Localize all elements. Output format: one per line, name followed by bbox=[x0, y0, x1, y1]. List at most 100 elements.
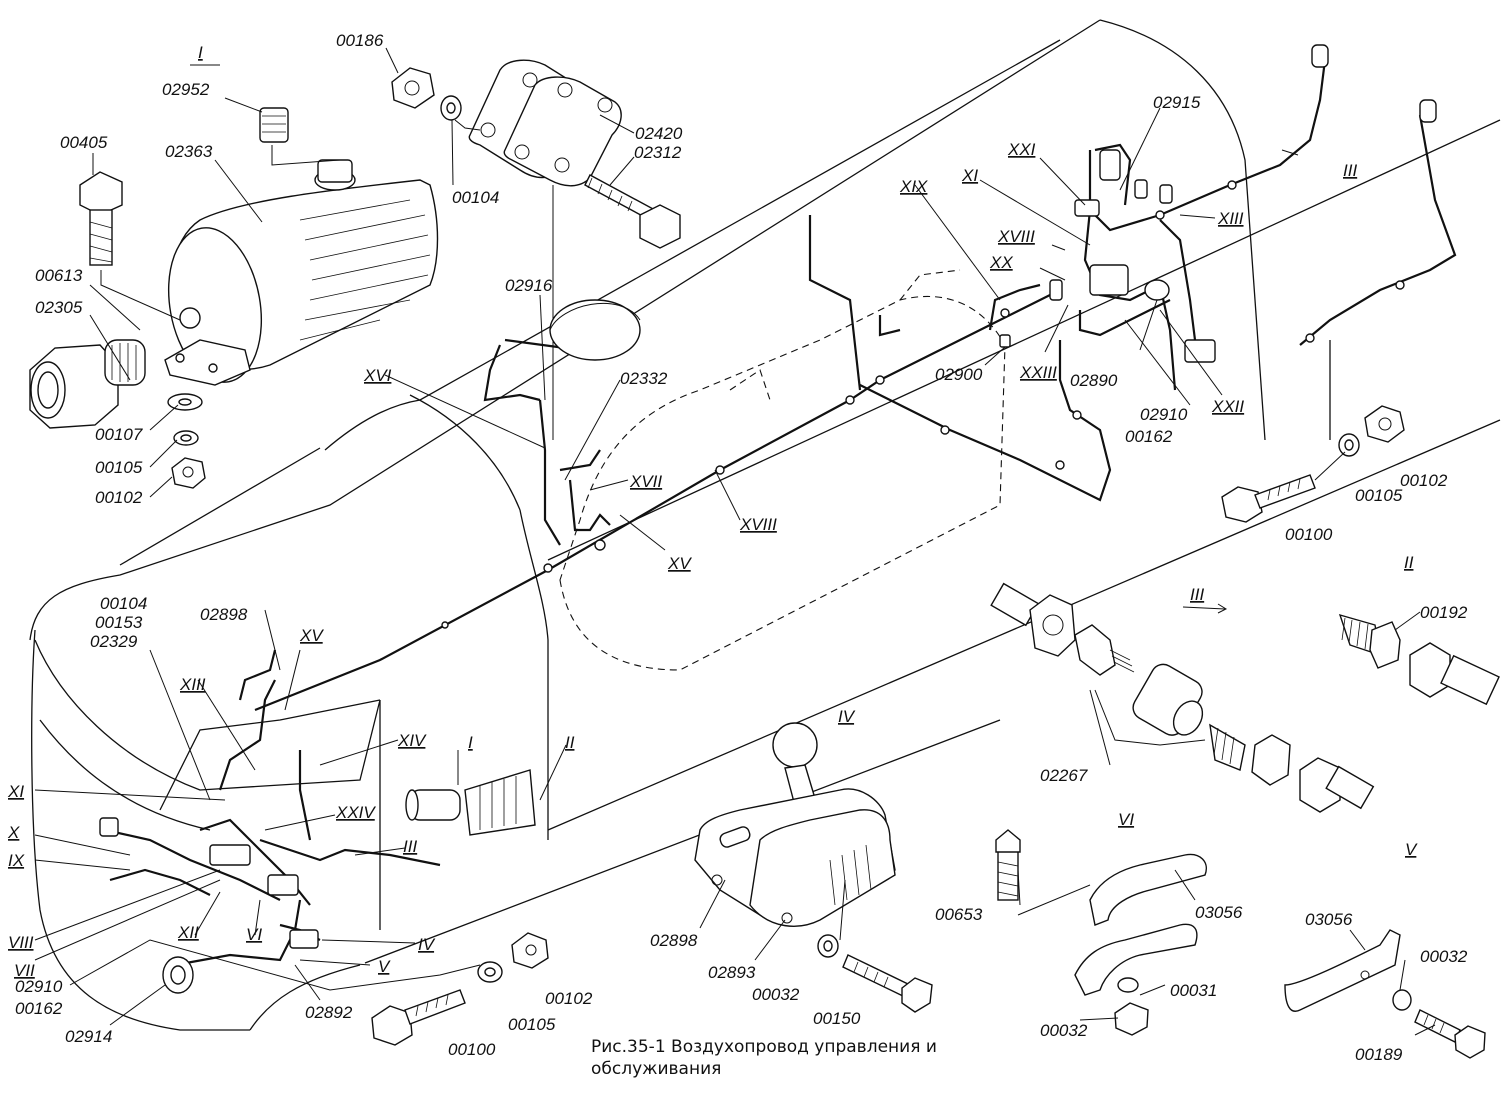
part-labels: 00186 02952 00405 02363 00613 02305 0010… bbox=[15, 31, 1468, 1064]
washers-nut-tank bbox=[167, 393, 206, 489]
vehicle-body-outline bbox=[29, 19, 1501, 1031]
view-label-I-top: I bbox=[198, 43, 203, 62]
part-label-02898-cab: 02898 bbox=[200, 605, 248, 624]
bolt-set-right bbox=[1221, 405, 1405, 523]
view-label-XII: XII bbox=[177, 923, 199, 942]
view-label-XXIII: XXIII bbox=[1019, 363, 1057, 382]
view-label-IV-left: IV bbox=[418, 935, 436, 954]
part-label-00105-tank: 00105 bbox=[95, 458, 143, 477]
view-label-VIII: VIII bbox=[8, 933, 34, 952]
part-label-00032-v: 00032 bbox=[1420, 947, 1468, 966]
view-label-XVII: XVII bbox=[629, 472, 662, 491]
part-label-00153: 00153 bbox=[95, 613, 143, 632]
part-label-02892: 02892 bbox=[305, 1003, 353, 1022]
view-label-IV-view: IV bbox=[838, 707, 856, 726]
part-label-00032-clamp: 00032 bbox=[1040, 1021, 1088, 1040]
view-label-V-left: V bbox=[378, 957, 391, 976]
air-tank bbox=[164, 159, 439, 386]
part-label-00100-bottom: 00100 bbox=[448, 1040, 496, 1059]
part-label-00653: 00653 bbox=[935, 905, 983, 924]
part-label-00102-right: 00102 bbox=[1400, 471, 1448, 490]
view-label-VI-view: VI bbox=[1118, 810, 1134, 829]
part-label-03056-v: 03056 bbox=[1305, 910, 1353, 929]
view-label-III-top: III bbox=[1343, 161, 1357, 180]
part-label-00104-cab: 00104 bbox=[100, 594, 147, 613]
part-label-00107: 00107 bbox=[95, 425, 143, 444]
part-label-00189: 00189 bbox=[1355, 1045, 1403, 1064]
part-label-02305: 02305 bbox=[35, 298, 83, 317]
part-label-02893: 02893 bbox=[708, 963, 756, 982]
plug-02952 bbox=[259, 107, 341, 166]
view-label-XI-top: XI bbox=[961, 166, 978, 185]
view-label-XIV: XIV bbox=[397, 731, 427, 750]
view-label-IX: IX bbox=[8, 851, 25, 870]
part-label-02329: 02329 bbox=[90, 632, 138, 651]
cover-plate bbox=[549, 299, 641, 361]
view-label-XXI: XXI bbox=[1007, 140, 1036, 159]
view-label-II-right: II bbox=[1404, 553, 1414, 572]
part-label-02332: 02332 bbox=[620, 369, 668, 388]
part-label-02900: 02900 bbox=[935, 365, 983, 384]
part-label-02267: 02267 bbox=[1040, 766, 1088, 785]
part-label-02916: 02916 bbox=[505, 276, 553, 295]
part-label-00102-bottom: 00102 bbox=[545, 989, 593, 1008]
view-label-XVIII-top: XVIII bbox=[997, 227, 1035, 246]
view-label-XXIV: XXIV bbox=[335, 803, 376, 822]
part-label-02898-lever: 02898 bbox=[650, 931, 698, 950]
bracket-assembly-top bbox=[391, 59, 681, 440]
part-label-02910-left: 02910 bbox=[15, 977, 63, 996]
cab-components bbox=[99, 769, 536, 994]
fitting-00192 bbox=[1338, 613, 1500, 706]
clamp-V bbox=[1284, 929, 1486, 1059]
view-label-VI-left: VI bbox=[246, 925, 262, 944]
leader-lines bbox=[34, 47, 1436, 1036]
view-label-XVIII-mid: XVIII bbox=[739, 515, 777, 534]
view-label-VII: VII bbox=[14, 961, 35, 980]
part-label-00405: 00405 bbox=[60, 133, 108, 152]
part-label-03056-clamp: 03056 bbox=[1195, 903, 1243, 922]
part-label-02914: 02914 bbox=[65, 1027, 112, 1046]
part-label-02915: 02915 bbox=[1153, 93, 1201, 112]
part-label-00100-right: 00100 bbox=[1285, 525, 1333, 544]
clamp-VI bbox=[995, 829, 1207, 1036]
part-label-00032-lever: 00032 bbox=[752, 985, 800, 1004]
fitting-02305 bbox=[29, 339, 146, 429]
view-label-I-mid: I bbox=[468, 733, 473, 752]
part-label-02952: 02952 bbox=[162, 80, 210, 99]
part-label-00162-left: 00162 bbox=[15, 999, 63, 1018]
view-label-V-view: V bbox=[1405, 840, 1418, 859]
part-label-02890: 02890 bbox=[1070, 371, 1118, 390]
bolt-00405 bbox=[79, 171, 181, 321]
part-label-00162-right: 00162 bbox=[1125, 427, 1173, 446]
lever-bracket-IV bbox=[694, 722, 933, 1013]
engine-outline-dashed bbox=[559, 269, 1006, 671]
figure-caption: Рис.35-1 Воздухопровод управления и обсл… bbox=[591, 1036, 937, 1080]
part-label-00031: 00031 bbox=[1170, 981, 1217, 1000]
view-label-XVI: XVI bbox=[363, 366, 392, 385]
view-label-III-mid: III bbox=[403, 837, 417, 856]
view-label-XXII: XXII bbox=[1211, 397, 1244, 416]
caption-line-2: обслуживания bbox=[591, 1059, 722, 1079]
part-label-02910-right: 02910 bbox=[1140, 405, 1188, 424]
part-label-00102-tank: 00102 bbox=[95, 488, 143, 507]
view-label-XV-mid: XV bbox=[667, 554, 692, 573]
part-label-02312: 02312 bbox=[634, 143, 682, 162]
part-label-00613: 00613 bbox=[35, 266, 83, 285]
view-label-II-mid: II bbox=[565, 733, 575, 752]
caption-line-1: Рис.35-1 Воздухопровод управления и bbox=[591, 1037, 937, 1057]
view-label-XI-left: XI bbox=[7, 782, 24, 801]
view-label-XX: XX bbox=[989, 253, 1013, 272]
part-label-00186: 00186 bbox=[336, 31, 384, 50]
connector-assembly-III bbox=[990, 582, 1375, 813]
view-label-XIII-top: XIII bbox=[1217, 209, 1244, 228]
part-label-00192: 00192 bbox=[1420, 603, 1468, 622]
part-label-02363: 02363 bbox=[165, 142, 213, 161]
view-label-III-view: III bbox=[1190, 585, 1204, 604]
part-label-00105-bottom: 00105 bbox=[508, 1015, 556, 1034]
view-labels: I I II II III III III IV IV V V VI VI VI… bbox=[7, 43, 1418, 980]
pipe-fittings bbox=[441, 180, 1405, 629]
view-label-XV-left: XV bbox=[299, 626, 324, 645]
bolt-set-bottom bbox=[371, 932, 549, 1046]
